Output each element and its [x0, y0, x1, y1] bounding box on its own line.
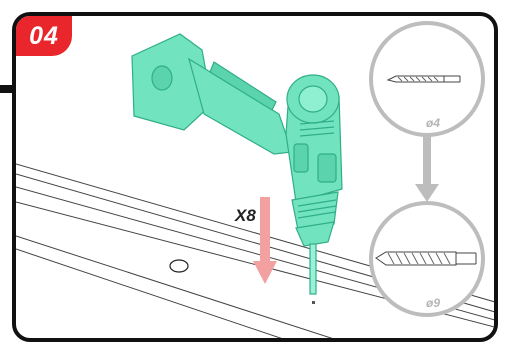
step-badge: 04 [16, 16, 72, 56]
drill-target-mark [312, 301, 315, 304]
step-number: 04 [29, 21, 59, 50]
down-arrow-icon [253, 197, 277, 284]
small-bit-size: ø4 [426, 116, 441, 130]
large-bit-size: ø9 [426, 296, 441, 310]
drill-icon [131, 33, 343, 295]
drill-bit-icon [386, 75, 461, 83]
repeat-count: X8 [235, 206, 256, 225]
pointer-arrow-icon [0, 82, 14, 96]
large-bit-callout [369, 201, 485, 317]
drill-bit-icon [375, 251, 477, 266]
bit-sequence-arrow [415, 126, 439, 202]
small-bit-callout [369, 21, 485, 137]
instruction-panel: X8 ø4 ø9 04 [12, 12, 498, 342]
rail-hole [169, 259, 189, 273]
assembly-scene [16, 21, 494, 338]
